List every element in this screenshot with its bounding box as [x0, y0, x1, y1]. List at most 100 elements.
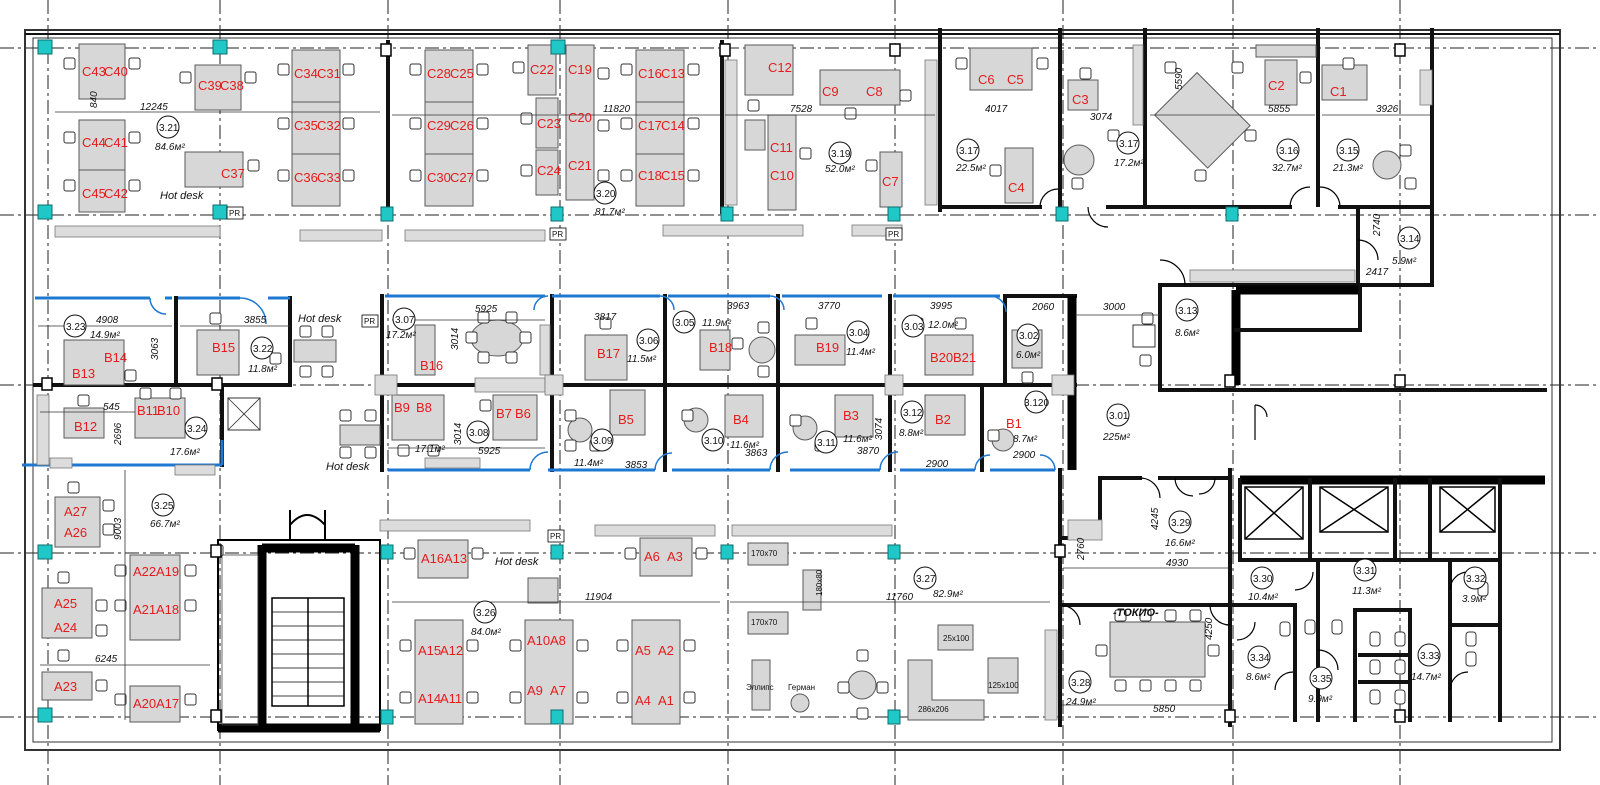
desk-label: C31 [317, 66, 341, 81]
dimension: 7528 [790, 104, 813, 115]
dimension: 3063 [150, 337, 161, 360]
desk-label: C42 [104, 186, 128, 201]
room-area: 16.6м² [1165, 538, 1195, 549]
room-area: 32.7м² [1272, 163, 1302, 174]
desk-label: C2 [1268, 78, 1285, 93]
desk-label: A20 [133, 696, 156, 711]
dimension: 3995 [930, 301, 953, 312]
dimension: 3817 [594, 312, 617, 323]
dimension: 3870 [857, 446, 880, 457]
desk-label: A27 [64, 504, 87, 519]
room-id: 3.02 [1019, 331, 1039, 342]
dimension: 4245 [1150, 507, 1161, 530]
room-id: 3.12 [903, 408, 923, 419]
desk-label: B8 [416, 400, 432, 415]
notes: Hot desk Hot desk Hot desk Hot desk PR P… [160, 190, 1159, 619]
dimension: 3963 [727, 301, 750, 312]
room-area: 22.5м² [955, 163, 986, 174]
desk-label: C1 [1330, 84, 1347, 99]
room-area: 8.6м² [1246, 672, 1271, 683]
desk-label: C40 [104, 64, 128, 79]
room-id: 3.33 [1420, 651, 1440, 662]
desk-label: C26 [450, 118, 474, 133]
room-id: 3.27 [916, 574, 936, 585]
desk-label: A12 [440, 643, 463, 658]
room-id: 3.07 [395, 315, 415, 326]
dimension: 6245 [95, 654, 118, 665]
dimension: 545 [103, 402, 120, 413]
room-area: 10.4м² [1248, 592, 1278, 603]
room-id: 3.28 [1071, 678, 1091, 689]
desk-label: C8 [866, 84, 883, 99]
room-area: 12.0м² [928, 320, 958, 331]
dimension: 3014 [453, 422, 464, 445]
desk-label: B11 [137, 403, 159, 418]
room-area: 5.9м² [1392, 256, 1417, 267]
desk-label: C33 [317, 170, 341, 185]
desk-label: C15 [661, 168, 685, 183]
desk-label: A21 [133, 602, 156, 617]
desk-label: B3 [843, 408, 859, 423]
dimension: 3855 [244, 315, 267, 326]
wc-fixtures [1279, 581, 1489, 705]
dimension: 9003 [113, 517, 124, 540]
room-id: 3.13 [1178, 306, 1198, 317]
room-ids: 3.21 3.20 3.19 3.17 3.17 3.16 3.15 3.14 … [63, 115, 1487, 694]
room-area: 17.2м² [386, 330, 416, 341]
dimension: 2060 [1031, 302, 1055, 313]
desk-label: C11 [770, 140, 793, 155]
room-area: 17.2м² [1114, 158, 1144, 169]
desk-label: B14 [104, 350, 127, 365]
desk-label: C4 [1008, 180, 1025, 195]
dimension: 4250 [1204, 617, 1215, 640]
pr-label: PR [229, 209, 240, 218]
dimension: 3074 [874, 417, 885, 440]
dimension: 3000 [1103, 302, 1126, 313]
dimension: 11820 [603, 104, 631, 115]
desk-label: A17 [156, 696, 179, 711]
dimension: 11760 [886, 592, 914, 603]
dimension: 5590 [1174, 67, 1185, 90]
desk-label: C27 [450, 170, 474, 185]
room-area: 11.8м² [248, 364, 278, 375]
dimension: 3770 [818, 301, 841, 312]
furniture-size: 180x80 [815, 569, 824, 596]
desk-label: B16 [420, 358, 443, 373]
room-id: 3.22 [253, 344, 273, 355]
desk-label: A2 [658, 643, 674, 658]
room-area: 17.6м² [170, 447, 200, 458]
desk-label: A10 [527, 633, 550, 648]
dimension: 11904 [585, 592, 613, 603]
room-areas: 84.6м² 81.7м² 52.0м² 22.5м² 17.2м² 32.7м… [90, 142, 1487, 708]
desk-label: C20 [568, 110, 592, 125]
room-area: 84.6м² [155, 142, 185, 153]
desk-label: A11 [440, 691, 462, 706]
room-id: 3.04 [849, 328, 869, 339]
desk-label: B21 [953, 350, 976, 365]
glass-partitions [22, 294, 1055, 472]
desk-label: B15 [212, 340, 235, 355]
desk-label: A14 [418, 691, 441, 706]
desk-label: C39 [198, 78, 222, 93]
doors-black [1039, 186, 1469, 691]
dimension: 3074 [1090, 112, 1113, 123]
room-area: 11.9м² [702, 318, 732, 329]
desk-label: C5 [1007, 72, 1024, 87]
desk-label: C18 [638, 168, 662, 183]
room-id: 3.32 [1466, 574, 1486, 585]
desk-label: A26 [64, 525, 87, 540]
room-id: 3.14 [1400, 234, 1420, 245]
desk-label: C30 [427, 170, 451, 185]
room-area: 14.9м² [90, 330, 120, 341]
desk-label: C23 [537, 116, 561, 131]
hot-desk-label: Hot desk [298, 313, 342, 325]
room-area: 8.8м² [899, 428, 924, 439]
hot-desk-label: Hot desk [326, 461, 370, 473]
room-id: 3.17 [1119, 139, 1139, 150]
room-id: 3.17 [959, 146, 979, 157]
room-id: 3.25 [154, 501, 174, 512]
furniture-size: 25x100 [943, 634, 970, 643]
room-area: 84.0м² [471, 627, 501, 638]
round-tables [227, 144, 1402, 713]
